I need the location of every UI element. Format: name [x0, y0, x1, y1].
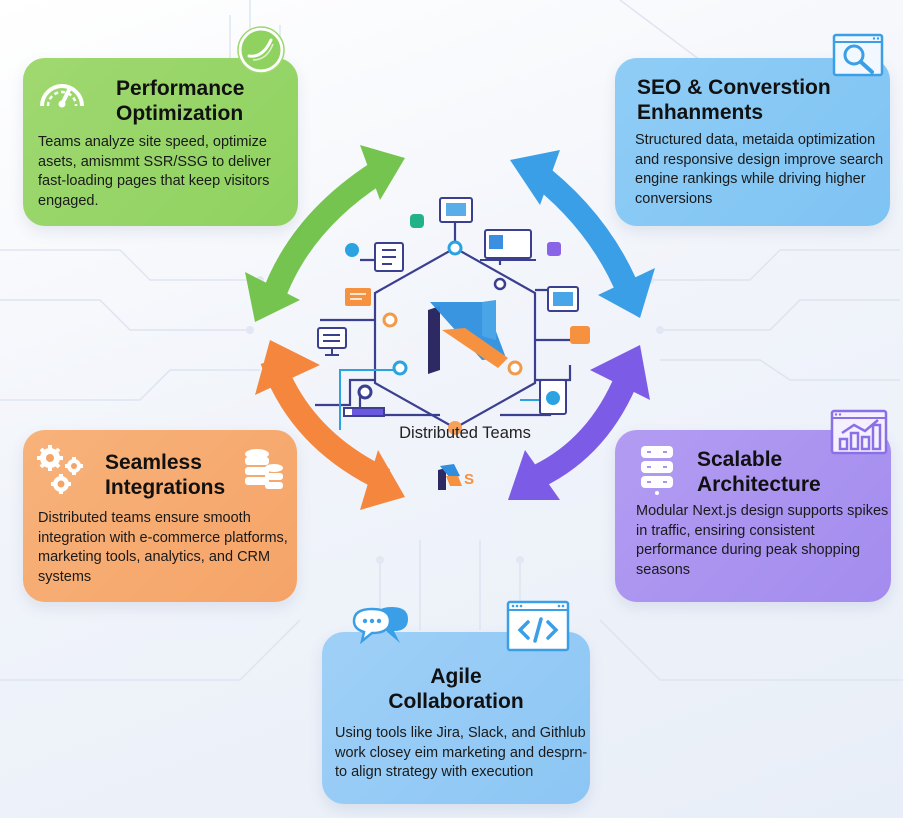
- card-seo-conversion: SEO & Converstion Enhanments Structured …: [615, 58, 890, 226]
- card-title: Scalable Architecture: [697, 448, 821, 496]
- card-description: Modular Next.js design supports spikes i…: [636, 503, 889, 578]
- distributed-teams-hub: [315, 197, 590, 435]
- node-dot: [382, 312, 398, 328]
- node-dot: [357, 384, 373, 400]
- orange-card-icon: [345, 288, 371, 306]
- node-dot: [493, 277, 507, 291]
- document-icon: [374, 242, 404, 272]
- green-shield-icon: [410, 214, 424, 228]
- card-description: Structured data, metaida optimization an…: [635, 132, 884, 207]
- browser-bar-chart-icon: [830, 409, 888, 455]
- tag-purple-icon: [547, 242, 561, 256]
- card-description: Distributed teams ensure smooth integrat…: [38, 510, 288, 585]
- card-description: Teams analyze site speed, optimize asets…: [38, 134, 271, 209]
- chat-bubbles-icon: [352, 607, 408, 645]
- monitor-chart-icon: [439, 197, 473, 223]
- node-dot: [507, 360, 523, 376]
- node-dot: [447, 240, 463, 256]
- node-dot: [392, 360, 408, 376]
- browser-code-icon: [506, 600, 570, 652]
- card-title: SEO & Converstion Enhanments: [637, 76, 831, 124]
- progress-bar-icon: [343, 407, 385, 417]
- card-performance-optimization: Performance Optimization Teams analyze s…: [23, 58, 298, 226]
- card-title: Agile Collaboration: [388, 665, 524, 713]
- card-seamless-integrations: Seamless Integrations Distributed teams …: [23, 430, 297, 602]
- server-icon: [641, 446, 673, 495]
- node-dot: [448, 421, 462, 435]
- chat-badge-icon: [345, 243, 359, 257]
- card-description: Using tools like Jira, Slack, and Githlu…: [335, 725, 588, 780]
- leaf-badge-icon: [237, 26, 285, 74]
- card-scalable-architecture: Scalable Architecture Modular Next.js de…: [615, 430, 891, 602]
- robot-icon: [570, 326, 590, 344]
- speedometer-icon: [40, 84, 84, 108]
- card-agile-collaboration: Agile Collaboration Using tools like Jir…: [322, 632, 590, 804]
- mini-logo-icon: S: [438, 464, 474, 490]
- laptop-icon: [480, 229, 536, 261]
- gears-icon: [37, 445, 83, 494]
- hub-label: Distributed Teams: [399, 424, 531, 442]
- arrow-orange: [255, 340, 405, 510]
- headset-user-icon: [539, 379, 567, 415]
- browser-search-icon: [832, 33, 884, 77]
- desktop-icon: [317, 327, 347, 356]
- arrow-purple: [508, 345, 650, 500]
- card-title: Seamless Integrations: [105, 451, 226, 499]
- nextjs-logo-icon: [428, 300, 508, 374]
- arrow-green: [245, 145, 405, 322]
- card-title: Performance Optimization: [116, 77, 245, 125]
- database-stack-icon: [245, 449, 283, 489]
- image-frame-icon: [547, 286, 579, 312]
- svg-text:S: S: [464, 471, 474, 488]
- arrow-blue: [510, 150, 655, 318]
